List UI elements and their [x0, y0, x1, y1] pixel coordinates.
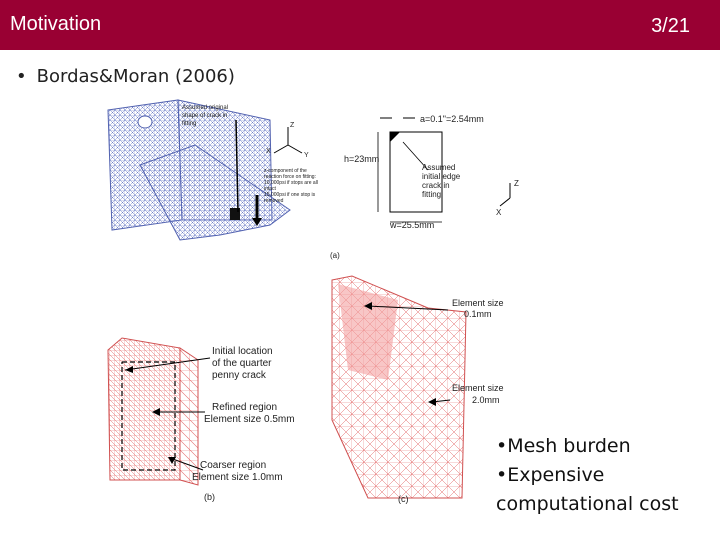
bolt-hole — [137, 115, 153, 129]
figure-b-tag: (b) — [204, 492, 215, 502]
key-point-item: •Expensive — [496, 464, 605, 486]
svg-text:Z: Z — [290, 122, 295, 129]
corner-crack — [390, 132, 400, 142]
svg-text:Z: Z — [514, 179, 519, 188]
element-large-label: Element size 2.0mm — [452, 383, 506, 405]
slide-title: Motivation — [10, 13, 102, 35]
key-points-list: •Mesh burden •Expensive computational co… — [496, 432, 679, 519]
axis-triad-a2: Z X — [496, 179, 519, 217]
crack-location — [230, 208, 240, 220]
force-arrowhead — [252, 218, 262, 226]
coarser-side — [179, 347, 199, 486]
figure-a-mesh: Z X Y Assumed original shape of crack in… — [107, 99, 319, 241]
key-point-item: computational cost — [496, 493, 679, 515]
slide-number: 3/21 — [651, 15, 690, 37]
figure-a-geometry: a=0.1"=2.54mm h=23mm w=25.5mm Assumed in… — [330, 114, 519, 260]
figure-c-tag: (c) — [398, 494, 409, 504]
element-small-label: Element size 0.1mm — [452, 298, 506, 319]
refined-region-label: Refined region Element size 0.5mm — [204, 402, 295, 425]
svg-text:Y: Y — [304, 152, 309, 159]
refined-cluster — [338, 284, 398, 380]
dim-h-label: h=23mm — [344, 154, 379, 164]
fitting-section — [389, 131, 443, 213]
axis-triad-a: Z X Y — [266, 122, 309, 159]
key-point-item: •Mesh burden — [496, 435, 631, 457]
dim-w-label: w=25.5mm — [389, 220, 434, 230]
initial-location-label: Initial location of the quarter penny cr… — [212, 346, 275, 381]
fitting-base — [139, 144, 291, 241]
reference-bullet: • Bordas&Moran (2006) — [16, 66, 235, 87]
crack-pointer — [235, 119, 239, 213]
figure-b-mesh: Initial location of the quarter penny cr… — [107, 337, 295, 502]
title-bar — [0, 0, 720, 50]
figure-c-mesh: Element size 0.1mm Element size 2.0mm (c… — [331, 275, 506, 504]
bullet-dot-icon: • — [16, 66, 27, 87]
dim-a-label: a=0.1"=2.54mm — [420, 114, 484, 124]
z-component-note: z-component of the reaction force on fit… — [264, 168, 319, 204]
coarser-region-label: Coarser region Element size 1.0mm — [192, 460, 283, 483]
refined-outline — [121, 361, 176, 471]
assumed-shape-label: Assumed original shape of crack in fitti… — [182, 105, 230, 127]
svg-text:X: X — [266, 148, 271, 155]
reference-text: Bordas&Moran (2006) — [36, 66, 235, 87]
assumed-edge-label: Assumed initial edge crack in fitting — [422, 163, 462, 199]
svg-text:X: X — [496, 208, 502, 217]
figure-a-tag: (a) — [330, 251, 340, 260]
